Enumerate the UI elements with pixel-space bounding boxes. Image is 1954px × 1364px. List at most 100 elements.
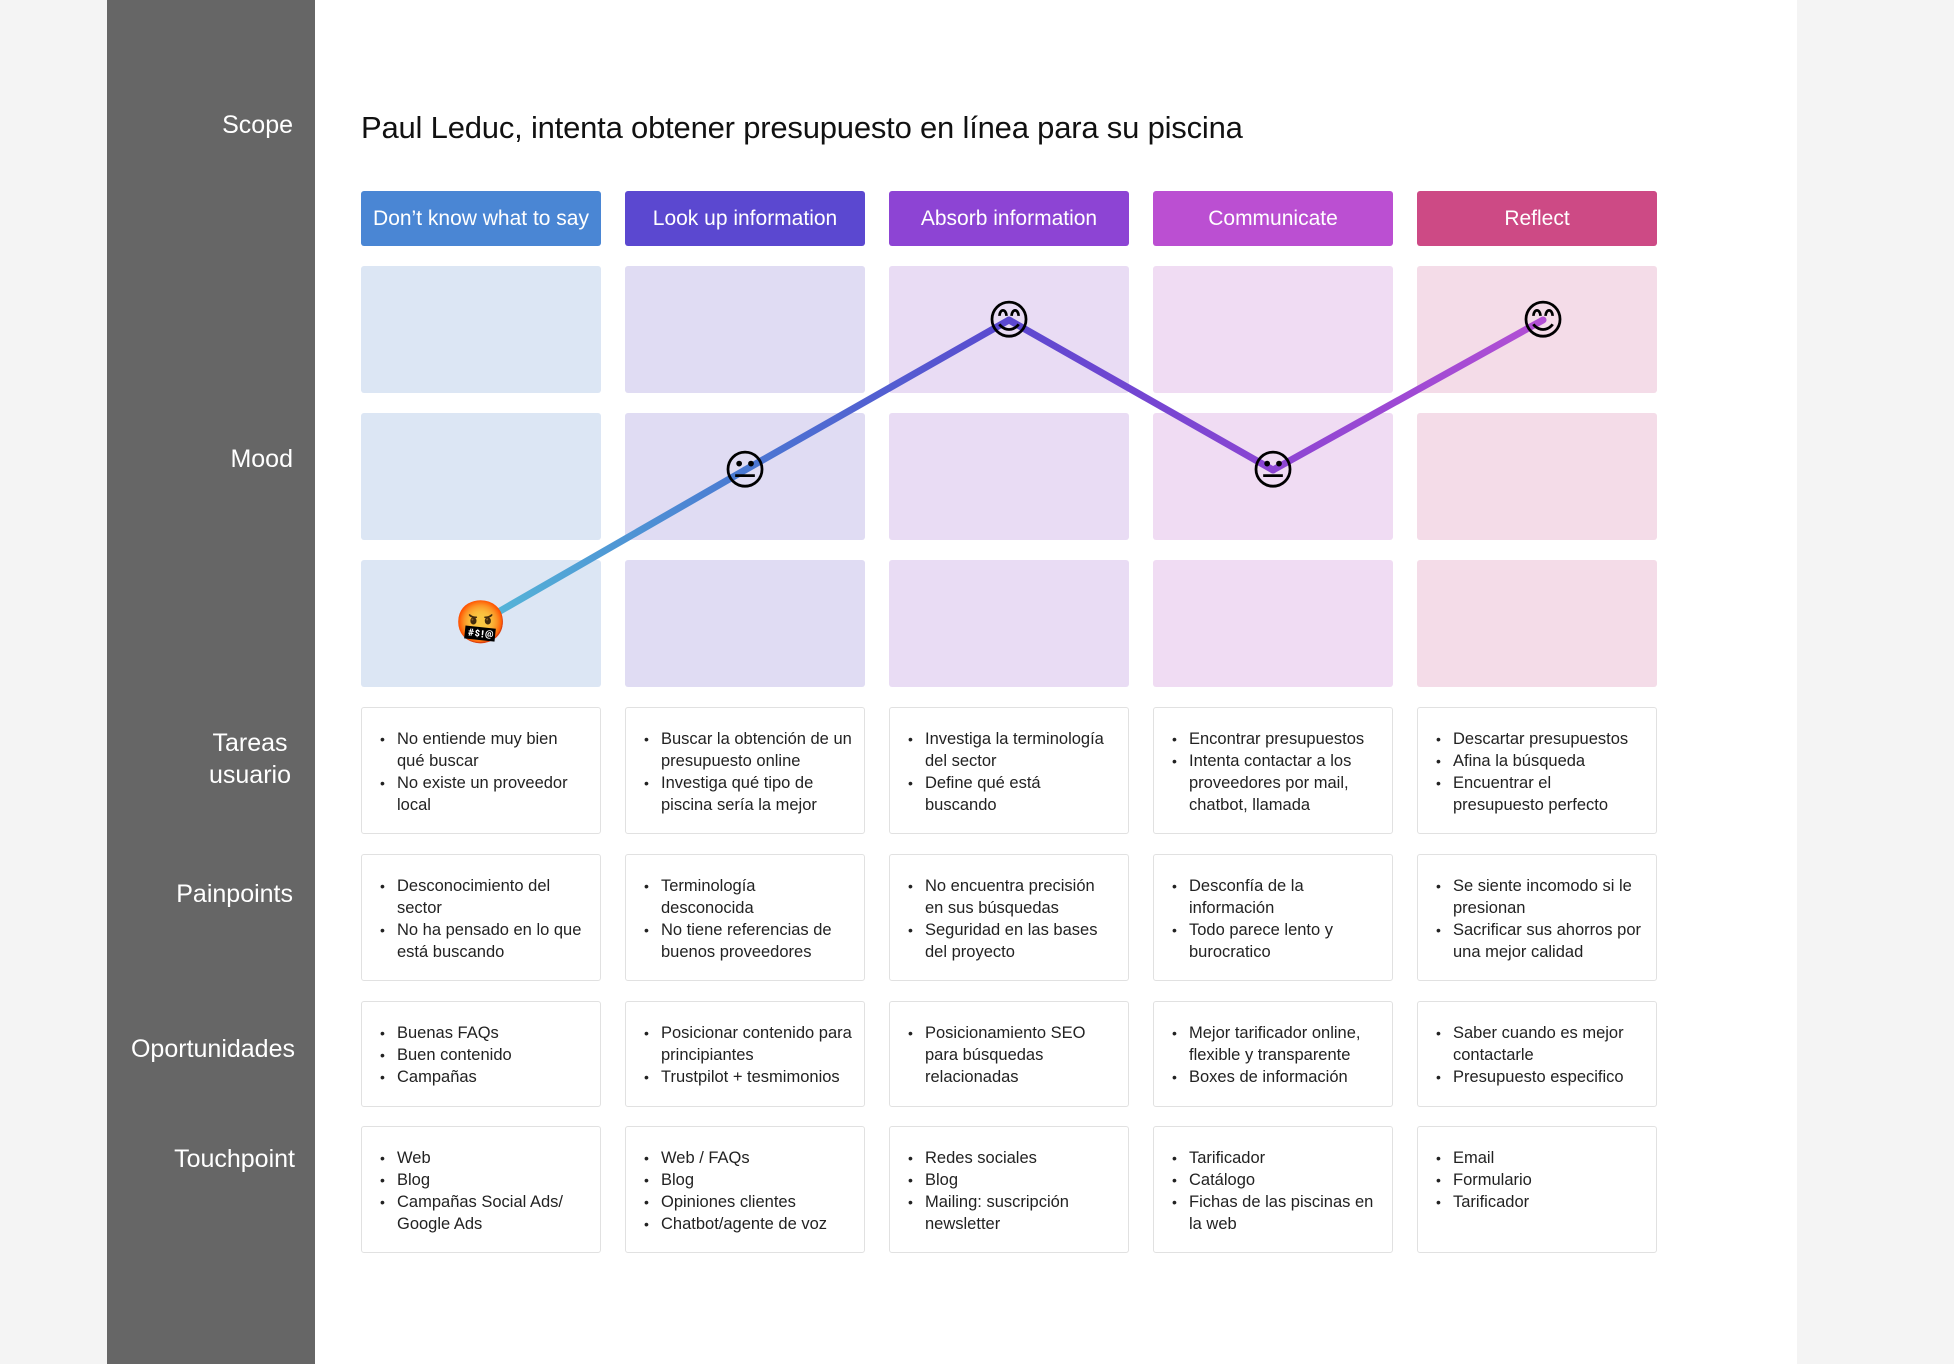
mood-cell — [889, 266, 1129, 393]
list-item: Posicionar contenido para principiantes — [644, 1022, 852, 1066]
mood-cell — [625, 266, 865, 393]
row-label-oportunidades: Oportunidades — [130, 1035, 295, 1063]
list-item: Web / FAQs — [644, 1147, 852, 1169]
list-item: Buscar la obtención de un presupuesto on… — [644, 728, 852, 772]
painpoints-card: Desconfía de la informaciónTodo parece l… — [1153, 854, 1393, 981]
list-item: Campañas Social Ads/ Google Ads — [380, 1191, 588, 1235]
tareas-list: Encontrar presupuestosIntenta contactar … — [1172, 728, 1380, 816]
list-item: No entiende muy bien qué buscar — [380, 728, 588, 772]
oportunidades-list: Saber cuando es mejor contactarlePresupu… — [1436, 1022, 1644, 1088]
painpoints-list: Desconocimiento del sectorNo ha pensado … — [380, 875, 588, 963]
touchpoint-list: Redes socialesBlogMailing: suscripción n… — [908, 1147, 1116, 1235]
touchpoint-card: WebBlogCampañas Social Ads/ Google Ads — [361, 1126, 601, 1253]
touchpoint-card: TarificadorCatálogoFichas de las piscina… — [1153, 1126, 1393, 1253]
list-item: Boxes de información — [1172, 1066, 1380, 1088]
list-item: Tarificador — [1172, 1147, 1380, 1169]
list-item: Chatbot/agente de voz — [644, 1213, 852, 1235]
painpoints-card: Terminología desconocidaNo tiene referen… — [625, 854, 865, 981]
list-item: Buen contenido — [380, 1044, 588, 1066]
list-item: Blog — [644, 1169, 852, 1191]
list-item: Intenta contactar a los proveedores por … — [1172, 750, 1380, 816]
mood-cell — [1153, 560, 1393, 687]
mood-line-segment — [1005, 316, 1277, 474]
stage-header-2: Look up information — [625, 191, 865, 246]
list-item: Formulario — [1436, 1169, 1644, 1191]
touchpoint-card: Redes socialesBlogMailing: suscripción n… — [889, 1126, 1129, 1253]
list-item: Fichas de las piscinas en la web — [1172, 1191, 1380, 1235]
list-item: Opiniones clientes — [644, 1191, 852, 1213]
list-item: Define qué está buscando — [908, 772, 1116, 816]
list-item: No tiene referencias de buenos proveedor… — [644, 919, 852, 963]
oportunidades-card: Posicionamiento SEO para búsquedas relac… — [889, 1001, 1129, 1107]
painpoints-list: Desconfía de la informaciónTodo parece l… — [1172, 875, 1380, 963]
touchpoint-list: TarificadorCatálogoFichas de las piscina… — [1172, 1147, 1380, 1235]
list-item: Descartar presupuestos — [1436, 728, 1644, 750]
painpoints-card: Desconocimiento del sectorNo ha pensado … — [361, 854, 601, 981]
stage-header-4: Communicate — [1153, 191, 1393, 246]
oportunidades-card: Saber cuando es mejor contactarlePresupu… — [1417, 1001, 1657, 1107]
oportunidades-card: Posicionar contenido para principiantesT… — [625, 1001, 865, 1107]
list-item: Encontrar presupuestos — [1172, 728, 1380, 750]
list-item: Blog — [380, 1169, 588, 1191]
mood-emoji-icon: 😊 — [987, 297, 1031, 344]
mood-line-segment — [741, 316, 1013, 474]
painpoints-list: No encuentra precisión en sus búsquedasS… — [908, 875, 1116, 963]
stage-header-3: Absorb information — [889, 191, 1129, 246]
list-item: No ha pensado en lo que está buscando — [380, 919, 588, 963]
tareas-list: Buscar la obtención de un presupuesto on… — [644, 728, 852, 816]
painpoints-card: No encuentra precisión en sus búsquedasS… — [889, 854, 1129, 981]
oportunidades-list: Posicionar contenido para principiantesT… — [644, 1022, 852, 1088]
mood-cell — [889, 560, 1129, 687]
list-item: Campañas — [380, 1066, 588, 1088]
oportunidades-card: Buenas FAQsBuen contenidoCampañas — [361, 1001, 601, 1107]
tareas-card: Encontrar presupuestosIntenta contactar … — [1153, 707, 1393, 834]
list-item: Mailing: suscripción newsletter — [908, 1191, 1116, 1235]
list-item: Tarificador — [1436, 1191, 1644, 1213]
oportunidades-list: Mejor tarificador online, flexible y tra… — [1172, 1022, 1380, 1088]
row-label-painpoints: Painpoints — [176, 880, 293, 908]
mood-cell — [1153, 413, 1393, 540]
painpoints-list: Se siente incomodo si le presionanSacrif… — [1436, 875, 1644, 963]
tareas-card: Buscar la obtención de un presupuesto on… — [625, 707, 865, 834]
mood-cell — [625, 560, 865, 687]
painpoints-list: Terminología desconocidaNo tiene referen… — [644, 875, 852, 963]
list-item: Buenas FAQs — [380, 1022, 588, 1044]
touchpoint-card: Web / FAQsBlogOpiniones clientesChatbot/… — [625, 1126, 865, 1253]
list-item: No existe un proveedor local — [380, 772, 588, 816]
mood-cell — [361, 266, 601, 393]
oportunidades-card: Mejor tarificador online, flexible y tra… — [1153, 1001, 1393, 1107]
row-label-touchpoint: Touchpoint — [174, 1145, 295, 1173]
tareas-card: Descartar presupuestosAfina la búsquedaE… — [1417, 707, 1657, 834]
list-item: Desconfía de la información — [1172, 875, 1380, 919]
mood-cell — [361, 413, 601, 540]
mood-chart: 🤬😐😊😐😊 — [455, 297, 1565, 646]
mood-line-segment — [477, 466, 749, 626]
mood-cell — [1417, 266, 1657, 393]
tareas-list: Investiga la terminología del sectorDefi… — [908, 728, 1116, 816]
tareas-list: Descartar presupuestosAfina la búsquedaE… — [1436, 728, 1644, 816]
list-item: Afina la búsqueda — [1436, 750, 1644, 772]
list-item: Encuentrar el presupuesto perfecto — [1436, 772, 1644, 816]
list-item: Web — [380, 1147, 588, 1169]
stage-header-5: Reflect — [1417, 191, 1657, 246]
row-label-tareas-line1: Tareas — [212, 729, 288, 757]
oportunidades-list: Posicionamiento SEO para búsquedas relac… — [908, 1022, 1116, 1088]
row-label-tareas-line2: usuario — [209, 761, 291, 789]
list-item: No encuentra precisión en sus búsquedas — [908, 875, 1116, 919]
list-item: Blog — [908, 1169, 1116, 1191]
mood-emoji-icon: 😐 — [723, 447, 767, 494]
row-label-tareas: Tareas usuario — [209, 727, 291, 791]
touchpoint-card: EmailFormularioTarificador — [1417, 1126, 1657, 1253]
list-item: Catálogo — [1172, 1169, 1380, 1191]
list-item: Mejor tarificador online, flexible y tra… — [1172, 1022, 1380, 1066]
list-item: Todo parece lento y burocratico — [1172, 919, 1380, 963]
tareas-list: No entiende muy bien qué buscarNo existe… — [380, 728, 588, 816]
row-label-sidebar: Scope Mood Tareas usuario Painpoints Opo… — [107, 0, 315, 1364]
list-item: Trustpilot + tesmimonios — [644, 1066, 852, 1088]
row-label-mood: Mood — [230, 445, 293, 473]
list-item: Investiga qué tipo de piscina sería la m… — [644, 772, 852, 816]
tareas-card: Investiga la terminología del sectorDefi… — [889, 707, 1129, 834]
mood-emoji-icon: 🤬 — [455, 599, 507, 646]
list-item: Se siente incomodo si le presionan — [1436, 875, 1644, 919]
mood-cell — [889, 413, 1129, 540]
